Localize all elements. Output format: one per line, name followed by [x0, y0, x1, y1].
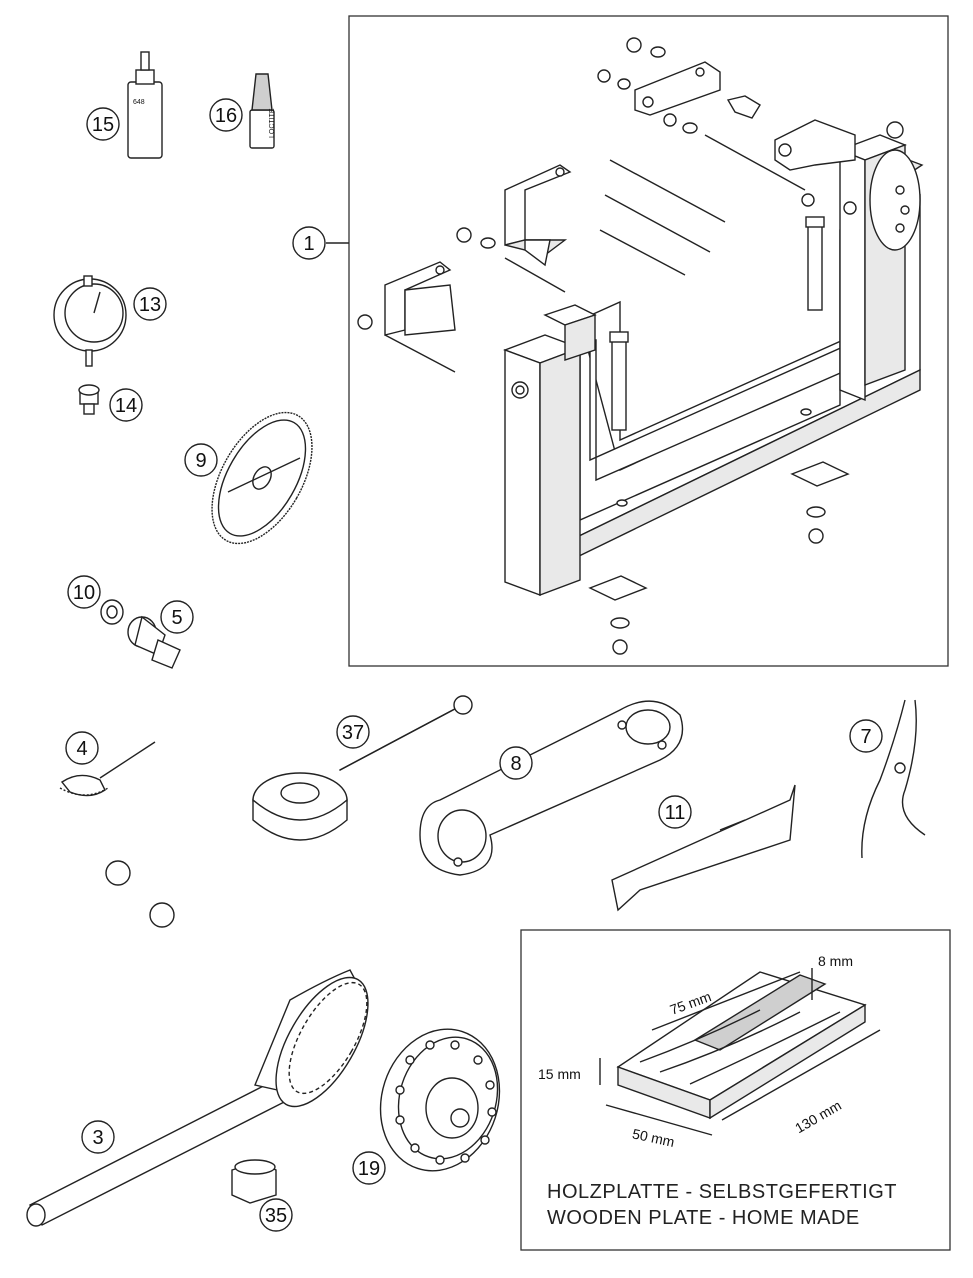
- callout-7: 7: [849, 719, 883, 753]
- callout-13: 13: [133, 287, 167, 321]
- wooden-plate-drawing: [616, 971, 867, 1120]
- svg-text:19: 19: [358, 1158, 380, 1180]
- callout-1: 1: [292, 226, 326, 260]
- svg-text:8: 8: [510, 753, 521, 775]
- callout-8: 8: [499, 746, 533, 780]
- svg-text:5: 5: [171, 607, 182, 629]
- clutch-holder: [26, 969, 369, 1227]
- dial-gauge: [53, 275, 127, 367]
- dial-gauge-adapter: [78, 384, 100, 415]
- dimension-lines: [599, 968, 881, 1136]
- svg-text:3: 3: [92, 1127, 103, 1149]
- svg-text:16: 16: [215, 105, 237, 127]
- caption-german: HOLZPLATTE - SELBSTGEFERTIGT: [547, 1181, 897, 1203]
- rotor-holder: [379, 1028, 501, 1172]
- degree-disc: [211, 411, 313, 545]
- callout-35: 35: [259, 1198, 293, 1232]
- svg-text:15: 15: [92, 114, 114, 136]
- callout-4: 4: [65, 731, 99, 765]
- thread-locker-bottle-large: 648: [127, 51, 163, 159]
- svg-text:37: 37: [342, 722, 364, 744]
- assembly-stand-frame: [348, 15, 949, 667]
- bottle-15-label: 648: [133, 99, 145, 106]
- svg-text:9: 9: [195, 450, 206, 472]
- stand-nuts-washers: [357, 37, 857, 655]
- callout-10: 10: [67, 575, 101, 609]
- callout-11: 11: [658, 795, 692, 829]
- svg-text:11: 11: [665, 802, 686, 824]
- svg-text:14: 14: [115, 395, 137, 417]
- svg-text:4: 4: [76, 738, 87, 760]
- callout-19: 19: [352, 1151, 386, 1185]
- dim-width: 50 mm: [631, 1125, 676, 1150]
- dim-height: 15 mm: [538, 1066, 581, 1082]
- svg-text:13: 13: [139, 294, 161, 316]
- stand-u-frame: [502, 119, 924, 597]
- callout-16: 16: [209, 98, 243, 132]
- dim-length: 130 mm: [792, 1097, 844, 1136]
- holding-tool: [105, 695, 473, 928]
- callout-9: 9: [184, 443, 218, 477]
- circlip-pliers: [861, 699, 926, 859]
- svg-text:35: 35: [265, 1205, 287, 1227]
- callout-15: 15: [86, 107, 120, 141]
- bottle-16-label: LOCTITE: [269, 108, 276, 138]
- caption-english: WOODEN PLATE - HOME MADE: [547, 1207, 860, 1229]
- callout-5: 5: [160, 600, 194, 634]
- wooden-plate-panel: 8 mm 75 mm 15 mm 130 mm 50 mm HOLZPLATTE…: [520, 929, 951, 1251]
- socket-insert: [231, 1159, 277, 1204]
- svg-text:7: 7: [860, 726, 871, 748]
- feeler-gauge: [611, 784, 796, 912]
- svg-text:10: 10: [73, 582, 95, 604]
- dim-thickness-top: 8 mm: [818, 953, 853, 969]
- assembly-stand-group: [326, 15, 949, 667]
- stand-threaded-rods: [384, 95, 825, 431]
- pin-wrench: [419, 700, 684, 876]
- callouts: 1 15 16 13 14 9 10 5 4 37 8 11 7 3 19 35: [65, 98, 883, 1232]
- wooden-plate-frame: [520, 929, 951, 1251]
- callout-37: 37: [336, 715, 370, 749]
- callout-14: 14: [109, 388, 143, 422]
- puller-sleeve: [100, 599, 124, 625]
- callout-3: 3: [81, 1120, 115, 1154]
- flywheel-puller: [127, 615, 181, 669]
- svg-text:1: 1: [303, 233, 314, 255]
- stand-brackets: [384, 61, 721, 336]
- thread-locker-bottle-small: LOCTITE: [249, 73, 276, 149]
- feeler-tool: [59, 741, 156, 797]
